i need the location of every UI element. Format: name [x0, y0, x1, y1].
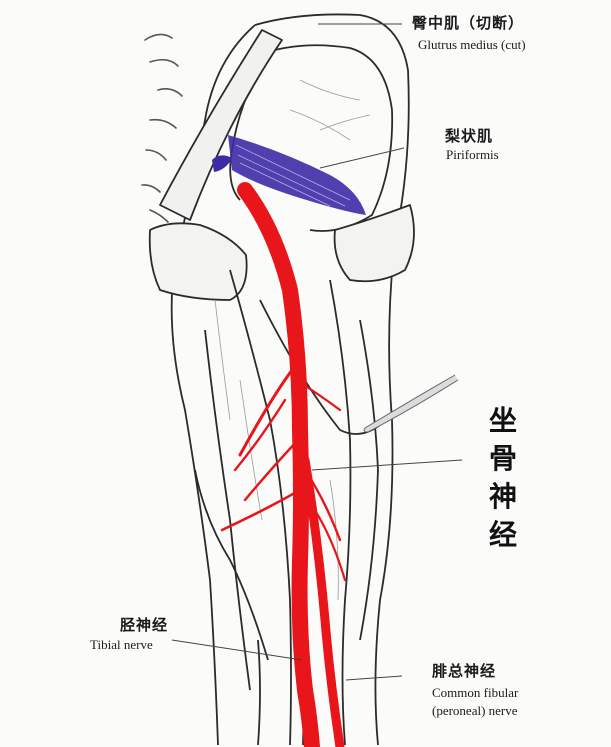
gluteus-label-en: Glutrus medius (cut): [418, 37, 526, 52]
sciatic-nerve: [220, 182, 347, 747]
muscle-fibers: [214, 79, 371, 601]
sciatic-char-3: 神: [488, 480, 517, 513]
sacrum-sketch: [141, 33, 183, 223]
sciatic-char-1: 坐: [488, 404, 517, 437]
piriformis-muscle: [212, 135, 366, 215]
thigh-outline: [148, 13, 415, 746]
retractor-hook: [363, 374, 459, 433]
sciatic-nerve-label-cn: 坐 骨 神 经: [486, 402, 520, 554]
leader-lines: [171, 23, 463, 681]
fibular-label-en-line2: (peroneal) nerve: [432, 703, 518, 718]
tibial-label-cn: 胫神经: [120, 616, 169, 634]
piriformis-label-cn: 梨状肌: [445, 127, 494, 145]
fibular-label-en-line1: Common fibular: [432, 685, 519, 700]
gluteus-label-cn: 臀中肌（切断）: [412, 14, 525, 32]
piriformis-label-en: Piriformis: [446, 147, 499, 162]
tibial-label-en: Tibial nerve: [90, 637, 153, 652]
sciatic-char-2: 骨: [488, 442, 517, 475]
fibular-label-cn: 腓总神经: [432, 662, 497, 680]
sciatic-char-4: 经: [488, 518, 517, 551]
